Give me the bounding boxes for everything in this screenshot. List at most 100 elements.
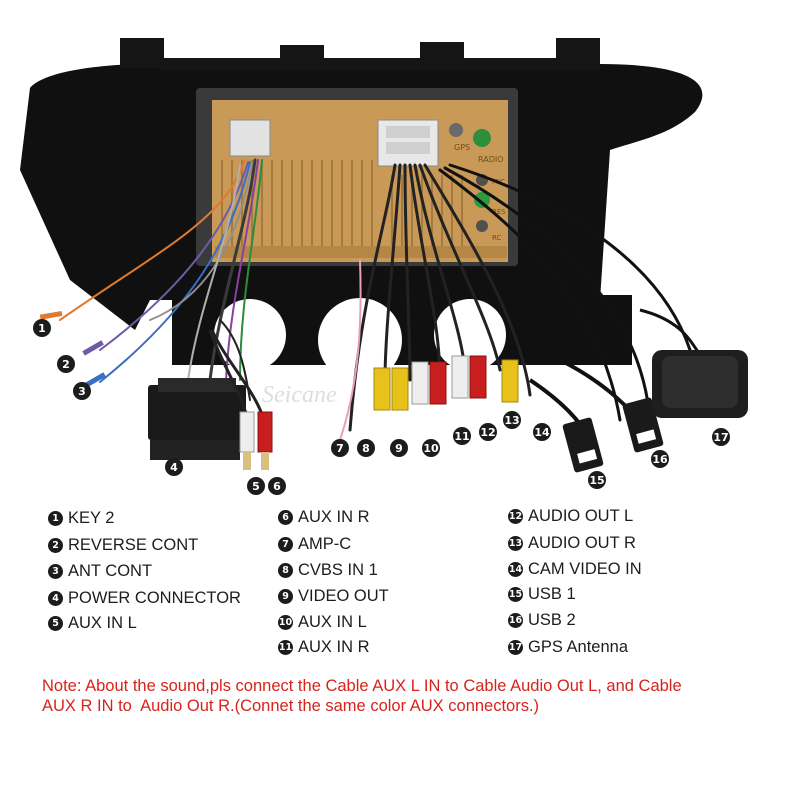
callout-17: 17 — [712, 428, 730, 446]
callout-16: 16 — [651, 450, 669, 468]
legend-label: REVERSE CONT — [68, 536, 199, 554]
usb-cables — [528, 358, 664, 473]
legend-number: 6 — [278, 510, 293, 525]
head-unit-back: GPS RADIO MIC RES RC — [196, 88, 518, 266]
svg-text:6: 6 — [273, 480, 281, 493]
legend-item: 12 AUDIO OUT L — [508, 507, 633, 526]
wiring-diagram: GPS RADIO MIC RES RC — [20, 38, 748, 495]
legend-item: 16 USB 2 — [508, 611, 576, 630]
legend-number: 4 — [48, 591, 63, 606]
left-wire-harness — [39, 158, 263, 401]
legend-item: 2 REVERSE CONT — [48, 536, 198, 555]
legend-item: 17 GPS Antenna — [508, 638, 628, 657]
gps-port-label: GPS — [454, 143, 470, 152]
legend-label: AUX IN R — [298, 638, 370, 656]
legend-number: 17 — [508, 640, 523, 655]
callout-6: 6 — [268, 477, 286, 495]
note-line-1: Note: About the sound,pls connect the Ca… — [42, 677, 682, 695]
legend-number: 11 — [278, 640, 293, 655]
svg-text:16: 16 — [652, 453, 668, 466]
legend-label: USB 2 — [528, 611, 576, 629]
callout-15: 15 — [588, 471, 606, 489]
gps-antenna — [639, 308, 748, 418]
legend-label: KEY 2 — [68, 509, 115, 527]
svg-text:9: 9 — [395, 442, 403, 455]
svg-text:5: 5 — [252, 480, 260, 493]
svg-text:1: 1 — [38, 322, 46, 335]
legend-label: AUX IN L — [298, 613, 367, 631]
legend-number: 13 — [508, 536, 523, 551]
legend-item: 4 POWER CONNECTOR — [48, 589, 241, 608]
legend-item: 14 CAM VIDEO IN — [508, 560, 642, 579]
legend-number: 1 — [48, 511, 63, 526]
legend-item: 8 CVBS IN 1 — [278, 561, 378, 580]
legend-label: ANT CONT — [68, 562, 153, 580]
svg-text:7: 7 — [336, 442, 344, 455]
callout-11: 11 — [453, 427, 471, 445]
legend-item: 15 USB 1 — [508, 585, 576, 604]
svg-text:3: 3 — [78, 385, 86, 398]
legend-label: AUX IN L — [68, 614, 137, 632]
legend-label: USB 1 — [528, 585, 576, 603]
svg-text:4: 4 — [170, 461, 178, 474]
legend-label: POWER CONNECTOR — [68, 589, 241, 607]
svg-text:14: 14 — [534, 426, 550, 439]
legend-label: CAM VIDEO IN — [528, 560, 642, 578]
res-port-label: RES — [492, 208, 506, 216]
callout-7: 7 — [331, 439, 349, 457]
svg-text:11: 11 — [454, 430, 469, 443]
legend-number: 9 — [278, 589, 293, 604]
seicane-watermark: Seicane — [262, 382, 337, 408]
power-connector — [148, 378, 246, 460]
sound-connection-note: Note: About the sound,pls connect the Ca… — [42, 676, 782, 716]
svg-text:12: 12 — [480, 426, 495, 439]
legend-item: 1 KEY 2 — [48, 509, 114, 528]
legend-number: 14 — [508, 562, 523, 577]
legend-label: GPS Antenna — [528, 638, 628, 656]
callout-14: 14 — [533, 423, 551, 441]
legend-item: 9 VIDEO OUT — [278, 587, 389, 606]
svg-text:10: 10 — [423, 442, 439, 455]
callout-13: 13 — [503, 411, 521, 429]
legend-item: 6 AUX IN R — [278, 508, 370, 527]
legend-label: AUDIO OUT L — [528, 507, 634, 525]
callout-9: 9 — [390, 439, 408, 457]
callout-3: 3 — [73, 382, 91, 400]
svg-text:17: 17 — [713, 431, 728, 444]
rca-bundle-center — [339, 163, 692, 441]
legend-item: 11 AUX IN R — [278, 638, 370, 657]
rc-port-label: RC — [492, 234, 502, 242]
legend-number: 10 — [278, 615, 293, 630]
radio-port-label: RADIO — [478, 155, 504, 164]
legend-number: 16 — [508, 613, 523, 628]
svg-text:13: 13 — [504, 414, 519, 427]
callout-1: 1 — [33, 319, 51, 337]
callout-4: 4 — [165, 458, 183, 476]
callout-8: 8 — [357, 439, 375, 457]
svg-text:15: 15 — [589, 474, 604, 487]
svg-text:2: 2 — [62, 358, 70, 371]
rca-plugs-center — [373, 355, 519, 411]
legend-number: 12 — [508, 509, 523, 524]
legend-number: 8 — [278, 563, 293, 578]
rca-aux-in-5-6 — [208, 329, 273, 470]
legend-label: CVBS IN 1 — [298, 561, 378, 579]
legend-item: 13 AUDIO OUT R — [508, 534, 636, 553]
svg-text:8: 8 — [362, 442, 370, 455]
legend-number: 15 — [508, 587, 523, 602]
note-line-2: AUX R IN to Audio Out R.(Connet the same… — [42, 697, 540, 715]
legend-label: VIDEO OUT — [298, 587, 389, 605]
callout-2: 2 — [57, 355, 75, 373]
legend-item: 3 ANT CONT — [48, 562, 152, 581]
callout-markers: 1 2 3 4 5 6 7 8 9 10 11 12 13 14 15 16 1… — [33, 319, 730, 495]
legend-label: AUX IN R — [298, 508, 370, 526]
callout-5: 5 — [247, 477, 265, 495]
legend-label: AUDIO OUT R — [528, 534, 636, 552]
legend-number: 3 — [48, 564, 63, 579]
callout-10: 10 — [422, 439, 440, 457]
legend-number: 2 — [48, 538, 63, 553]
legend-number: 7 — [278, 537, 293, 552]
legend-item: 10 AUX IN L — [278, 613, 367, 632]
